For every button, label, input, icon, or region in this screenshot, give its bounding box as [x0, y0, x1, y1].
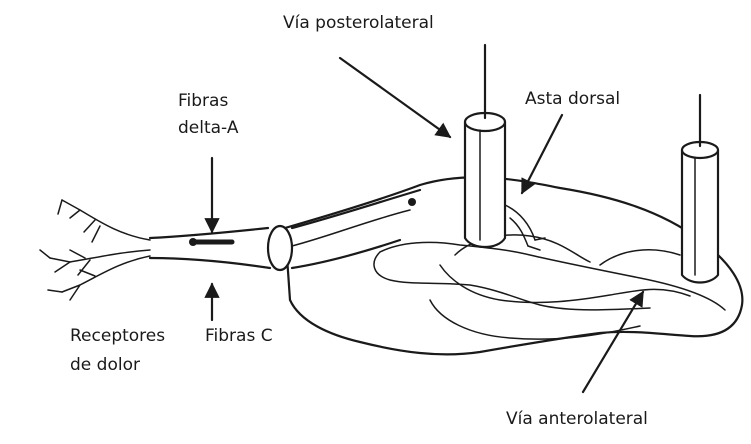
label-fibras-delta-a-line1: Fibras [178, 90, 228, 112]
nerve-root [150, 190, 420, 270]
spinal-cord-segment [285, 177, 742, 354]
label-receptores-line2: de dolor [70, 354, 140, 376]
label-via-posterolateral: Vía posterolateral [283, 12, 434, 34]
anterolateral-column [682, 95, 718, 283]
label-receptores-line1: Receptores [70, 325, 165, 347]
dorsal-horn-fibers [505, 205, 545, 250]
label-via-anterolateral: Vía anterolateral [506, 408, 648, 430]
label-fibras-c: Fibras C [205, 325, 273, 347]
label-fibras-delta-a-line2: delta-A [178, 117, 238, 139]
posterolateral-column [465, 45, 505, 247]
label-asta-dorsal: Asta dorsal [525, 88, 620, 110]
pain-receptor-endings [40, 200, 150, 300]
